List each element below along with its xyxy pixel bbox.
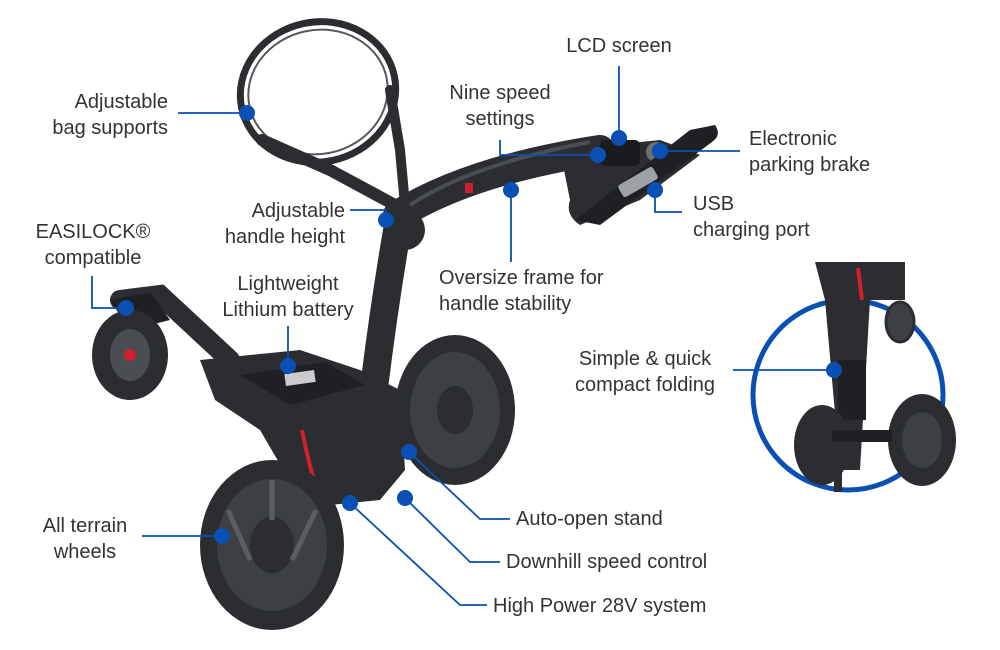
label-power-system: High Power 28V system	[493, 595, 707, 617]
label-usb-port: USB charging port	[693, 193, 810, 241]
label-compact-folding: Simple & quick compact folding	[574, 348, 716, 396]
label-easilock: EASILOCK® compatible	[35, 221, 151, 269]
label-downhill-speed: Downhill speed control	[506, 551, 708, 573]
label-battery: Lightweight Lithium battery	[222, 273, 354, 321]
label-parking-brake: Electronic parking brake	[749, 128, 871, 176]
label-bag-supports: Adjustable bag supports	[52, 91, 168, 139]
folded-trolley-illustration	[750, 262, 956, 493]
label-auto-open-stand: Auto-open stand	[516, 508, 663, 530]
callout-dot-icon	[118, 105, 842, 544]
label-terrain-wheels: All terrain wheels	[42, 515, 128, 563]
label-handle-height: Adjustable handle height	[224, 200, 345, 248]
label-nine-speed: Nine speed settings	[449, 82, 551, 130]
label-lcd-screen: LCD screen	[566, 35, 672, 57]
label-oversize-frame: Oversize frame for handle stability	[439, 267, 604, 315]
